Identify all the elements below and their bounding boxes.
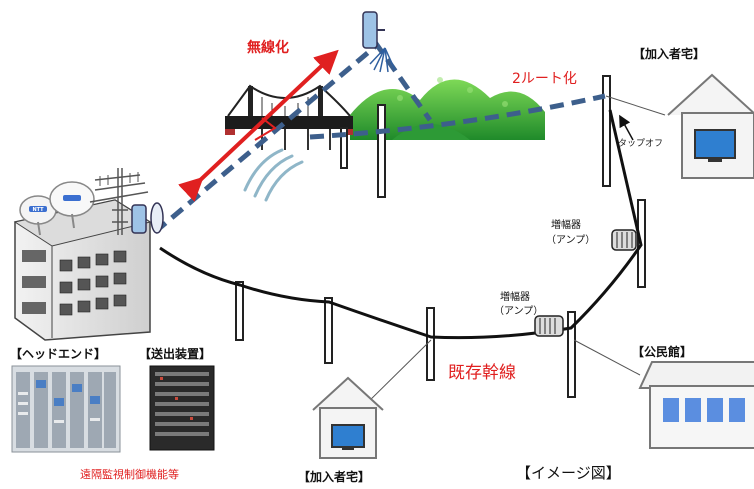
headend-label: 【ヘッドエンド】 — [10, 346, 106, 361]
wireless-arrow — [178, 49, 339, 202]
remote-monitoring-label: 遠隔監視制御機能等 — [80, 467, 179, 481]
equipment-rack-icon — [149, 365, 215, 451]
wireless-zigzag — [254, 117, 277, 141]
amp-upper-sub: （アンプ） — [546, 234, 595, 246]
dish-sign: NTT — [32, 207, 44, 213]
tap-off-label: タップオフ — [618, 138, 663, 149]
trunk-line — [159, 109, 643, 340]
wireless-label: 無線化 — [247, 39, 289, 56]
amp-lower-title: 増幅器 — [500, 290, 530, 303]
equipment-rack-icon — [11, 365, 121, 453]
image-caption: 【イメージ図】 — [516, 464, 621, 482]
transmitter-label: 【送出装置】 — [139, 346, 211, 361]
amplifier-icon — [534, 315, 564, 337]
tap-off-arrow — [619, 114, 634, 141]
amplifier-icon — [611, 229, 637, 251]
amp-upper-title: 増幅器 — [551, 218, 581, 231]
community-hall — [638, 361, 754, 449]
tv-icon — [331, 424, 365, 450]
amp-lower-sub: （アンプ） — [494, 305, 543, 317]
drop-lines — [359, 95, 666, 411]
water-waves — [243, 148, 304, 202]
house-icon — [667, 73, 754, 179]
headend-building — [13, 199, 152, 341]
two-route-label: 2ルート化 — [512, 71, 577, 87]
community-hall-label: 【公民館】 — [632, 344, 692, 359]
parabolic-dish-icon: NTT — [19, 181, 95, 236]
subscriber-bottom-label: 【加入者宅】 — [298, 469, 370, 484]
antenna-icon — [131, 202, 164, 234]
antenna-tower — [89, 168, 149, 235]
subscriber-top-label: 【加入者宅】 — [633, 46, 705, 61]
existing-trunk-label: 既存幹線 — [448, 362, 516, 383]
tv-icon — [694, 129, 736, 162]
antenna-icon — [362, 11, 396, 73]
